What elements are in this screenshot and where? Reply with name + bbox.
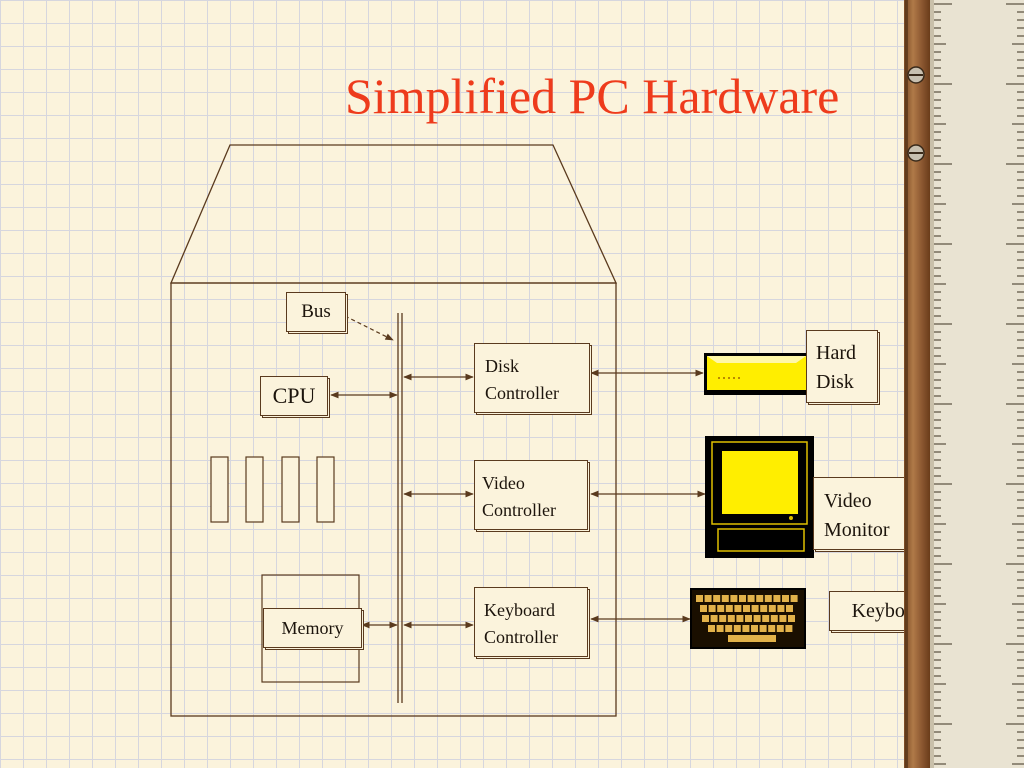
keyboard-icon [690, 588, 806, 649]
video-monitor-label-box: Video Monitor [813, 477, 907, 550]
keyboard-key [719, 615, 727, 622]
video-monitor-icon [705, 436, 814, 558]
ruler-wood-edge [904, 0, 930, 768]
ruler-face [930, 0, 1024, 768]
expansion-slot [316, 456, 335, 523]
keyboard-key [760, 605, 768, 612]
case-roof [170, 144, 618, 284]
keyboard-key [770, 615, 778, 622]
keyboard-key [742, 625, 750, 632]
expansion-slot [210, 456, 229, 523]
keyboard-key [730, 595, 738, 602]
ruler-screws [907, 66, 925, 162]
keyboard-key [702, 615, 709, 622]
keyboard-key [733, 625, 741, 632]
system-bus [397, 313, 403, 703]
keyboard-key [739, 595, 746, 602]
keyboard-key [768, 625, 776, 632]
hard-disk-icon [704, 353, 809, 395]
keyboard-key [716, 625, 724, 632]
keyboard-key [747, 595, 755, 602]
video-monitor-label-line1: Video [824, 490, 872, 512]
decorative-ruler [904, 0, 1024, 768]
keyboard-key [725, 605, 733, 612]
keyboard-controller-label-line1: Keyboard [484, 600, 555, 620]
video-controller-box: Video Controller [474, 460, 588, 530]
video-monitor-label-line2: Monitor [824, 519, 890, 541]
keyboard-key [762, 615, 770, 622]
hard-disk-label-box: Hard Disk [806, 330, 878, 403]
keyboard-key [776, 625, 784, 632]
video-controller-label-line1: Video [482, 473, 525, 493]
keyboard-key [743, 605, 750, 612]
keyboard-key [727, 615, 735, 622]
keyboard-key [708, 625, 715, 632]
keyboard-key [786, 605, 793, 612]
bus-label: Bus [301, 301, 331, 322]
cpu-label: CPU [272, 383, 316, 408]
keyboard-key [713, 595, 721, 602]
keyboard-key [725, 625, 733, 632]
keyboard-spacebar [728, 635, 776, 642]
disk-controller-label-line1: Disk [485, 356, 520, 376]
expansion-slots [210, 456, 335, 523]
case-body [170, 282, 617, 717]
keyboard-key [704, 595, 712, 602]
keyboard-key [768, 605, 776, 612]
bus-pointer-line [344, 315, 394, 341]
keyboard-controller-box: Keyboard Controller [474, 587, 588, 657]
keyboard-key [708, 605, 716, 612]
expansion-slot [281, 456, 300, 523]
slide-title: Simplified PC Hardware [345, 68, 840, 124]
keyboard-key [717, 605, 725, 612]
keyboard-key [788, 615, 795, 622]
keyboard-key [721, 595, 729, 602]
connection-arrows [330, 369, 706, 629]
keyboard-key [777, 605, 785, 612]
keyboard-key [753, 615, 761, 622]
keyboard-key [759, 625, 767, 632]
expansion-slot [245, 456, 264, 523]
keyboard-key [773, 595, 781, 602]
video-controller-label-line2: Controller [482, 500, 556, 520]
keyboard-key [782, 595, 789, 602]
keyboard-key [756, 595, 764, 602]
keyboard-key [751, 605, 759, 612]
keyboard-key [745, 615, 752, 622]
disk-controller-box: Disk Controller [474, 343, 590, 413]
keyboard-key [734, 605, 742, 612]
keyboard-key [751, 625, 758, 632]
memory-box: Memory [263, 608, 362, 648]
disk-controller-label-line2: Controller [485, 383, 559, 403]
keyboard-key [696, 595, 703, 602]
keyboard-key [710, 615, 718, 622]
keyboard-key [785, 625, 793, 632]
keyboard-controller-label-line2: Controller [484, 627, 558, 647]
keyboard-key [700, 605, 707, 612]
hard-disk-label-line2: Disk [816, 371, 854, 393]
keyboard-key [790, 595, 798, 602]
keyboard-key [779, 615, 787, 622]
keyboard-key [764, 595, 772, 602]
computer-case-outline [170, 144, 618, 717]
cpu-box: CPU [260, 376, 328, 416]
keyboard-key [736, 615, 744, 622]
bus-label-box: Bus [286, 292, 346, 332]
hard-disk-label-line1: Hard [816, 342, 856, 364]
memory-label: Memory [281, 618, 344, 638]
